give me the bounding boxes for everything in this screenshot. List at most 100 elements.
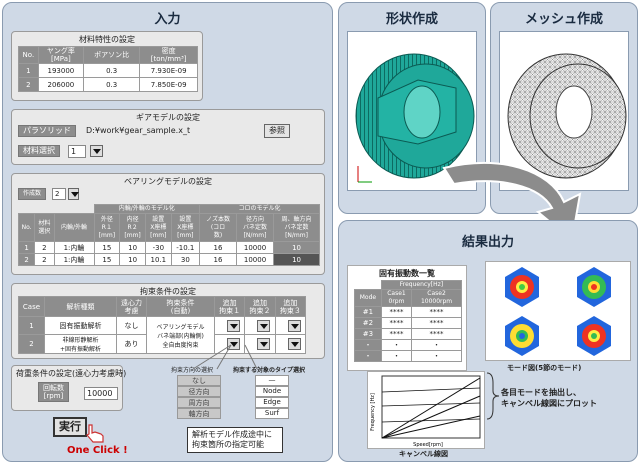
table-cell[interactable]: 7.930E-09: [139, 63, 198, 78]
brg-h-9: 周、軸方向 バネ定数 [N/mm]: [273, 213, 320, 242]
type-option[interactable]: Node: [255, 386, 289, 397]
con-h-2: 遠心力 考慮: [116, 296, 147, 317]
gear-title: ギアモデルの設定: [136, 113, 200, 122]
table-cell[interactable]: 10.1: [144, 253, 172, 266]
table-cell[interactable]: 16: [198, 241, 238, 254]
brg-h-1: 材料 選択: [34, 213, 55, 242]
type-option[interactable]: —: [255, 375, 289, 386]
material-table: No. ヤング率 [MPa] ポアソン比 密度 [ton/mm³] 1 1930…: [18, 46, 198, 92]
type-option[interactable]: Edge: [255, 397, 289, 408]
table-cell[interactable]: 非線形静解析 +固有振動解析: [44, 334, 117, 354]
direction-options-title: 拘束方向の選択: [171, 367, 214, 374]
table-cell: 2: [18, 334, 45, 354]
gear-material-select[interactable]: 1: [68, 145, 86, 158]
table-cell[interactable]: 2: [34, 253, 55, 266]
campbell-diagram: Frequency [Hz] Speed[rpm]: [370, 375, 481, 448]
mode-shape-grid: [485, 261, 631, 361]
table-cell[interactable]: 10: [119, 253, 146, 266]
table-cell[interactable]: 0.3: [83, 77, 141, 92]
con-h-5: 追加 拘束２: [244, 296, 276, 317]
table-cell[interactable]: 1:内輪: [53, 253, 95, 266]
table-cell: ****: [411, 306, 462, 318]
table-row: 1 193000 0.3 7.930E-09: [18, 63, 198, 78]
campbell-caption: キャンベル線図: [399, 450, 448, 458]
chevron-down-icon[interactable]: [287, 320, 301, 332]
table-cell[interactable]: 193000: [37, 63, 85, 78]
table-cell[interactable]: なし: [116, 316, 147, 335]
table-cell: ****: [380, 328, 413, 340]
browse-button[interactable]: 参照: [264, 124, 290, 138]
mode-shape-plot: [577, 316, 611, 356]
table-cell[interactable]: 16: [198, 253, 238, 266]
direction-options: 拘束方向の選択 なし 径方向 周方向 軸方向: [171, 365, 227, 423]
con-h-0: Case: [18, 296, 45, 317]
table-cell: 2: [18, 77, 39, 92]
table-cell[interactable]: -10.1: [170, 241, 200, 254]
table-cell: ・: [354, 350, 382, 362]
direction-option[interactable]: 径方向: [177, 386, 221, 397]
table-cell[interactable]: 15: [93, 241, 121, 254]
freq-header: Frequency[Hz]: [380, 280, 463, 290]
gear-file-path-input[interactable]: D:¥work¥gear_sample.x_t: [84, 125, 264, 138]
table-cell[interactable]: あり: [116, 334, 147, 354]
table-cell: 1: [17, 241, 36, 254]
table-cell[interactable]: 15: [93, 253, 121, 266]
table-cell[interactable]: 30: [170, 253, 200, 266]
table-cell: ベアリングモデル バネ端部(内輪側) 全自由度拘束: [146, 316, 215, 354]
gear-material-label: 材料選択: [18, 145, 60, 157]
brg-h-5: 設置 X座標 [mm]: [144, 213, 172, 242]
table-cell[interactable]: 206000: [37, 77, 85, 92]
type-option[interactable]: Surf: [255, 408, 289, 419]
chevron-down-icon[interactable]: [68, 188, 79, 200]
result-note: 各目モードを抽出し、 キャンベル線図にプロット: [501, 388, 597, 408]
table-cell[interactable]: -30: [144, 241, 172, 254]
chevron-down-icon[interactable]: [287, 338, 301, 350]
table-cell[interactable]: 10000: [236, 241, 275, 254]
brg-h-4: 内径 R２ [mm]: [119, 213, 146, 242]
rpm-input[interactable]: 10000: [84, 387, 118, 400]
chevron-down-icon[interactable]: [90, 145, 103, 157]
direction-option[interactable]: 周方向: [177, 397, 221, 408]
freq-col-mode: Mode: [354, 289, 382, 307]
constraint-header-row: Case 解析種類 遠心力 考慮 拘束条件 (自動) 追加 拘束１ 追加 拘束２…: [18, 296, 307, 317]
brg-h-0: No.: [17, 213, 36, 242]
chevron-down-icon[interactable]: [257, 338, 271, 350]
table-cell: ・: [380, 339, 413, 351]
table-row: #2********: [354, 317, 462, 329]
table-cell[interactable]: 固有振動解析: [44, 316, 117, 335]
direction-option[interactable]: なし: [177, 375, 221, 386]
material-group: 材料特性の設定 No. ヤング率 [MPa] ポアソン比 密度 [ton/mm³…: [11, 31, 203, 101]
table-row: #3********: [354, 328, 462, 340]
table-cell[interactable]: 10: [119, 241, 146, 254]
bearing-count-select[interactable]: 2: [52, 188, 66, 200]
mode-shape-plot: [505, 316, 539, 356]
direction-option[interactable]: 軸方向: [177, 408, 221, 419]
brg-h-8: 径方向 バネ定数 [N/mm]: [236, 213, 275, 242]
mat-h-no: No.: [18, 46, 39, 64]
load-title: 荷重条件の設定(遠心力考慮時): [16, 369, 127, 378]
chevron-down-icon[interactable]: [257, 320, 271, 332]
constraint-group: 拘束条件の設定 Case 解析種類 遠心力 考慮 拘束条件 (自動) 追加 拘束…: [11, 283, 325, 359]
bearing-header-row: No. 材料 選択 内輪/外輪 外径 R１ [mm] 内径 R２ [mm] 設置…: [17, 213, 320, 242]
table-cell[interactable]: 10000: [236, 253, 275, 266]
table-row: 2 206000 0.3 7.850E-09: [18, 77, 198, 92]
table-cell[interactable]: 7.850E-09: [139, 77, 198, 92]
table-cell: 1: [18, 63, 39, 78]
table-cell[interactable]: 10: [273, 241, 320, 254]
table-cell[interactable]: 2: [34, 241, 55, 254]
one-click-label: One Click !: [67, 445, 128, 456]
table-cell[interactable]: 10: [273, 253, 320, 266]
constraint-title: 拘束条件の設定: [140, 287, 196, 296]
bearing-group: ベアリングモデルの設定 作成数 2 内輪/外輪のモデル化 コロのモデル化 No.…: [11, 173, 325, 275]
campbell-ylabel: Frequency [Hz]: [370, 393, 376, 431]
table-cell[interactable]: 0.3: [83, 63, 141, 78]
run-button[interactable]: 実行: [53, 417, 87, 437]
table-cell: ・: [380, 350, 413, 362]
brg-h-6: 設置 X座標 [mm]: [170, 213, 200, 242]
table-cell[interactable]: 1:内輪: [53, 241, 95, 254]
table-cell: #3: [354, 328, 382, 340]
bearing-group2: コロのモデル化: [198, 204, 321, 214]
table-row: 2 非線形静解析 +固有振動解析 あり: [18, 334, 307, 354]
chevron-down-icon[interactable]: [227, 320, 240, 332]
material-title: 材料特性の設定: [79, 35, 135, 44]
